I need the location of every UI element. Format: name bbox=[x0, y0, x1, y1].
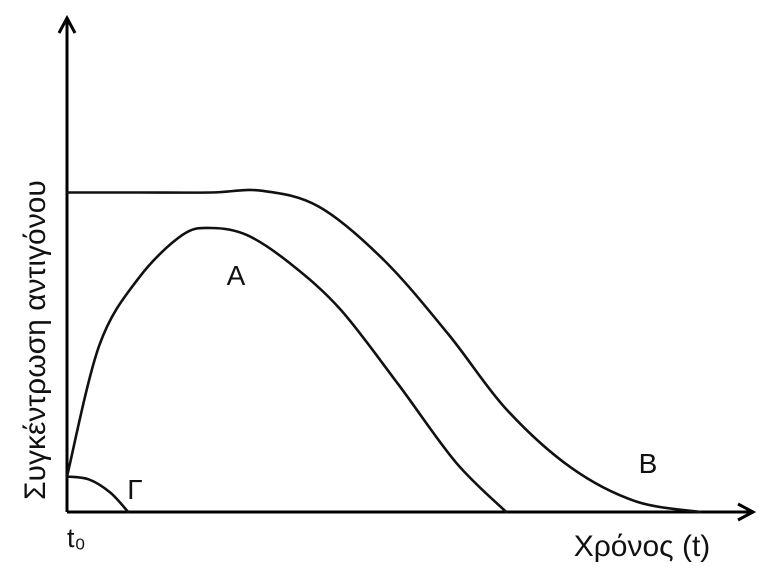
x-axis-label: Χρόνος (t) bbox=[574, 530, 711, 563]
y-axis-arrow bbox=[57, 14, 77, 34]
x-tick-label-t0: t₀ bbox=[67, 523, 86, 553]
series-label-gamma: Γ bbox=[127, 474, 142, 505]
series-line-b bbox=[65, 188, 702, 514]
series-label-b: B bbox=[639, 448, 658, 479]
series-line-a bbox=[65, 226, 508, 514]
series-line-gamma bbox=[65, 475, 130, 514]
x-axis-arrow bbox=[737, 502, 757, 522]
series-layer bbox=[65, 188, 702, 514]
series-label-a: A bbox=[227, 260, 246, 291]
y-axis-label: Συγκέντρωση αντιγόνου bbox=[19, 180, 52, 500]
